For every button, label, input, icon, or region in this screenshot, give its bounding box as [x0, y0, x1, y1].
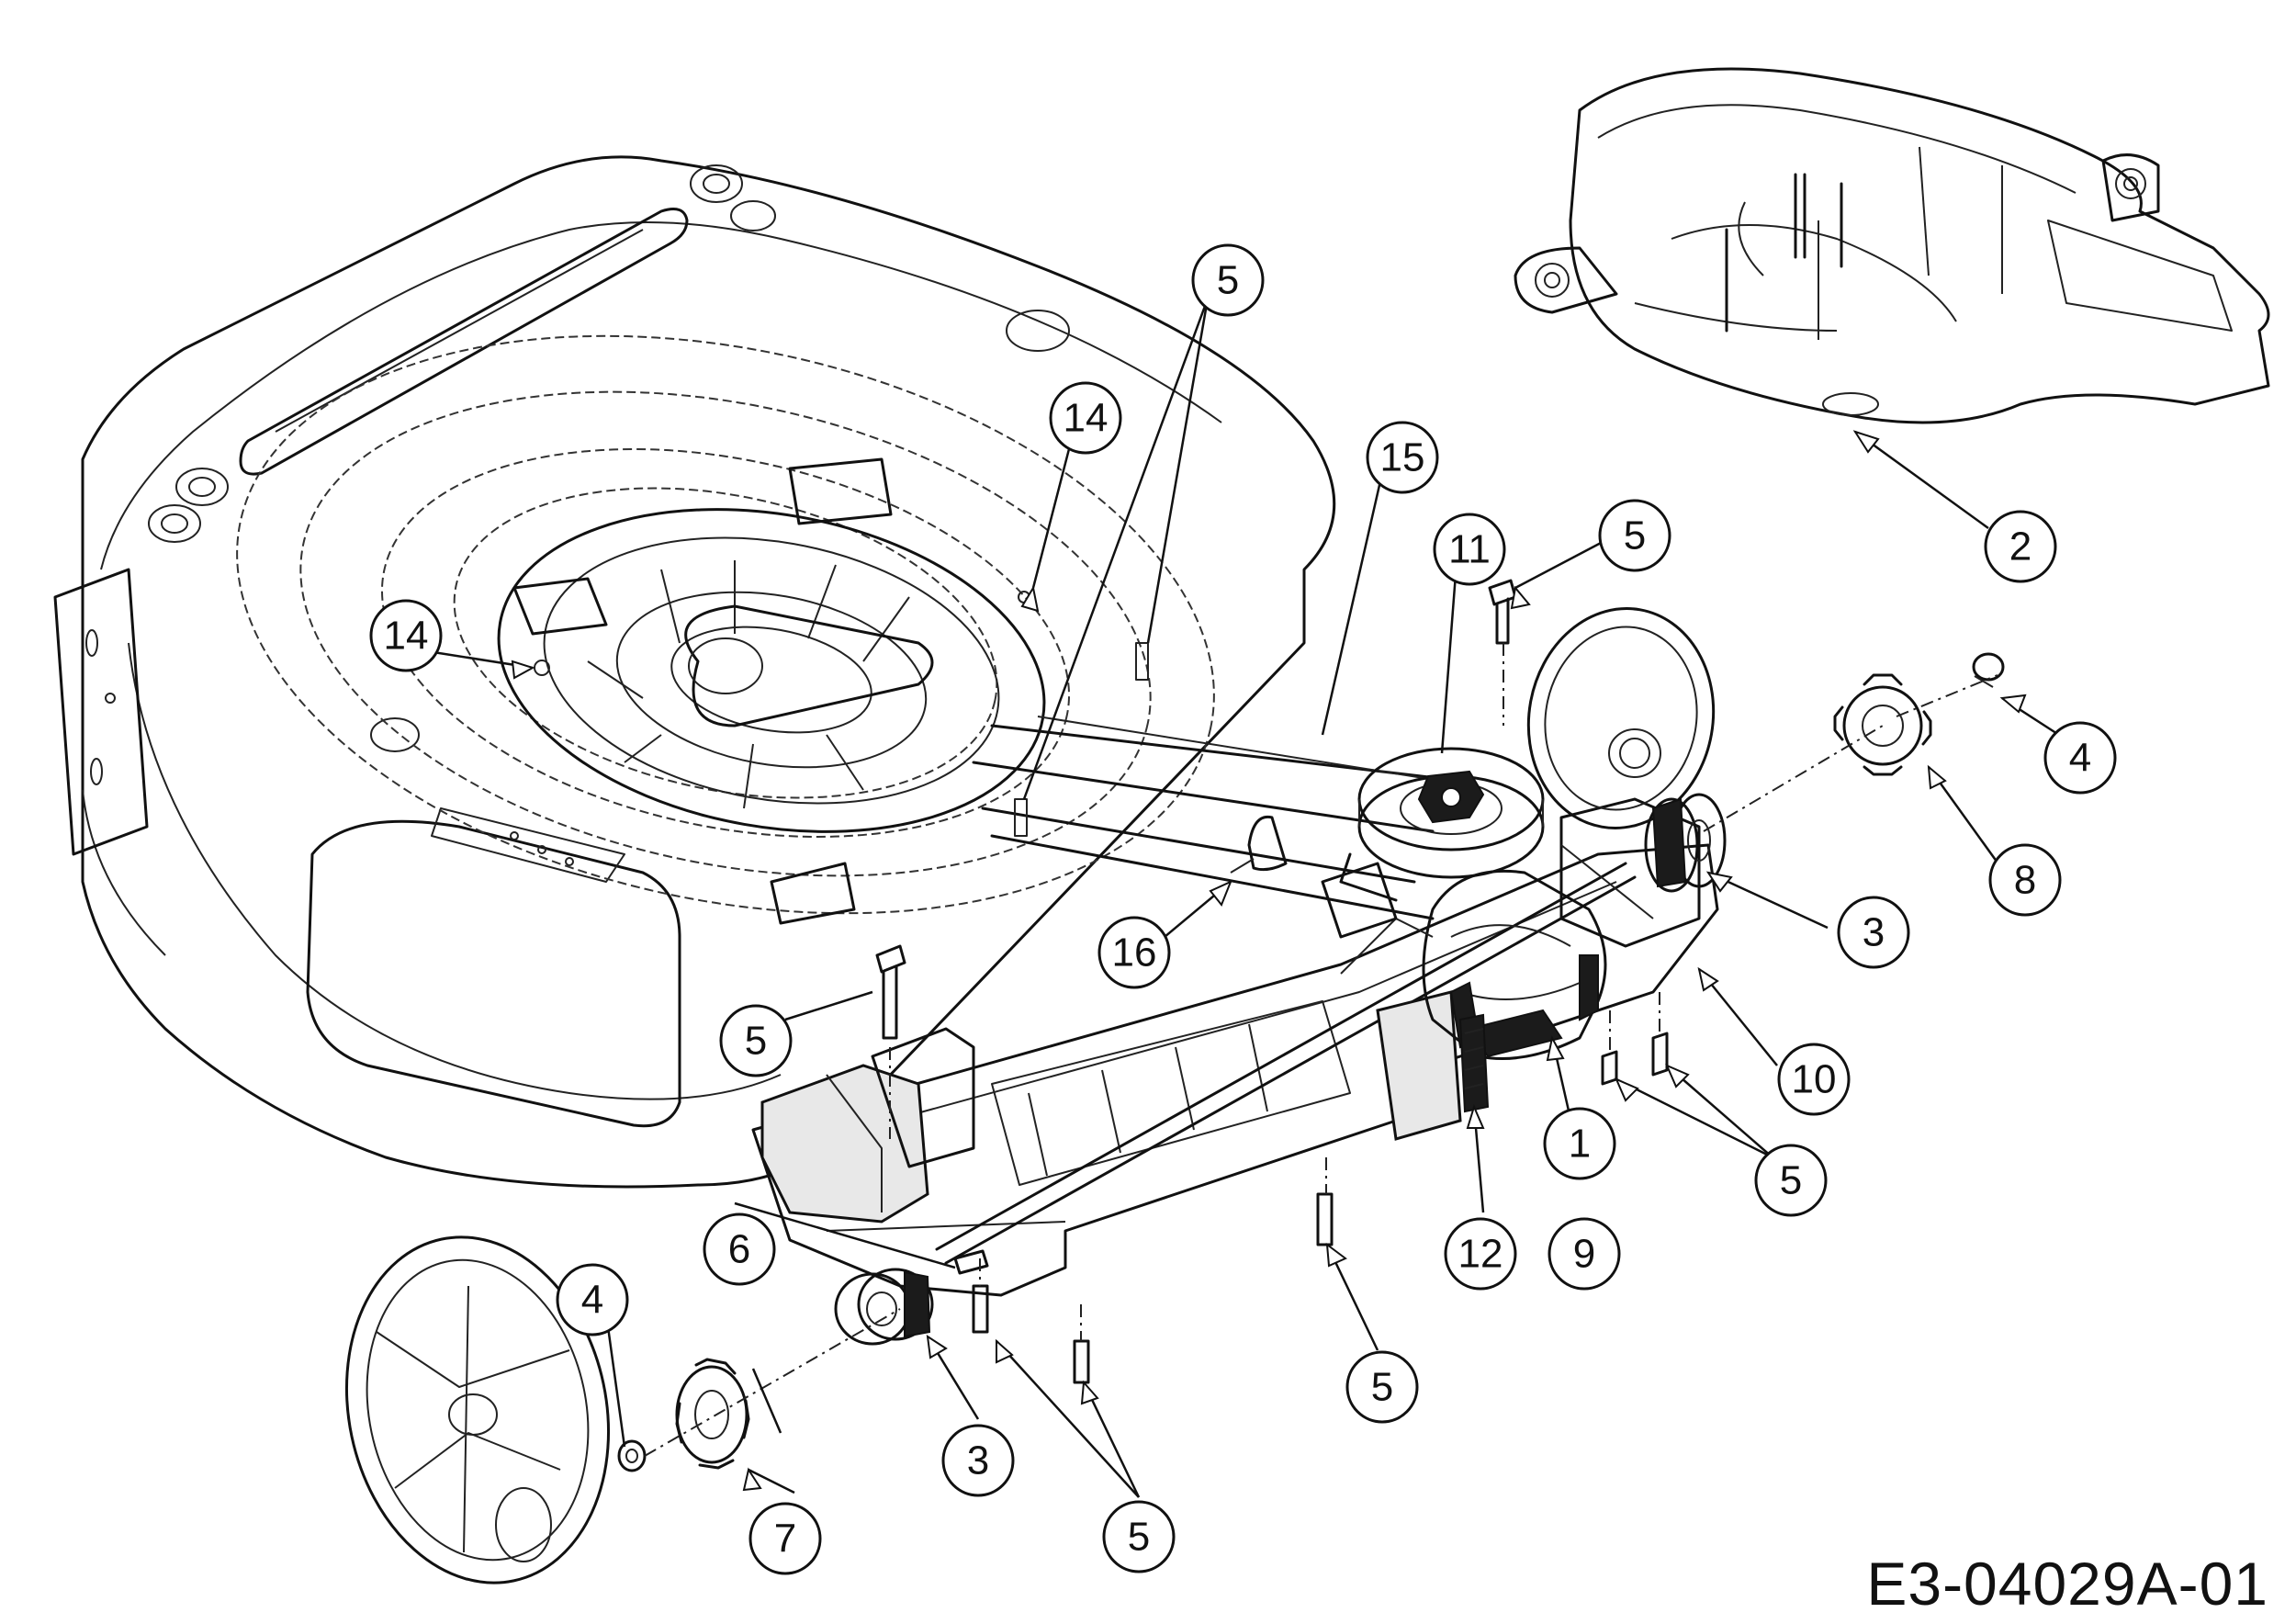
callout-10-label: 10 [1792, 1057, 1837, 1102]
callout-4-right: 4 [2043, 721, 2117, 795]
callout-16: 16 [1097, 916, 1171, 989]
callout-6: 6 [703, 1212, 776, 1286]
callout-5-frame-right-label: 5 [1780, 1158, 1802, 1203]
wheel-left [344, 1235, 611, 1585]
arrowheads [511, 430, 2027, 1492]
wheel-right [1526, 607, 1716, 829]
callout-6-label: 6 [728, 1227, 750, 1272]
callout-8-label: 8 [2014, 858, 2036, 903]
drive-belt [972, 716, 1470, 920]
callout-15-label: 15 [1380, 435, 1425, 480]
callout-14-top: 14 [1049, 381, 1122, 455]
callout-4-right-label: 4 [2069, 736, 2091, 781]
grass-catcher-housing [1514, 67, 2270, 424]
callout-3-left: 3 [941, 1424, 1015, 1497]
callout-5-frame-right: 5 [1754, 1144, 1828, 1217]
callout-5-axle-bolt: 5 [719, 1004, 793, 1077]
drive-hub-left [834, 1268, 934, 1346]
pinion-gear-left [675, 1358, 750, 1470]
callout-14-top-label: 14 [1064, 396, 1109, 441]
callout-8: 8 [1988, 843, 2062, 917]
callout-5-top: 5 [1191, 243, 1265, 317]
callout-15: 15 [1366, 421, 1439, 494]
callout-9-label: 9 [1573, 1232, 1595, 1277]
callout-16-label: 16 [1112, 930, 1157, 976]
callout-5-frame-center: 5 [1345, 1350, 1419, 1424]
callout-3-right: 3 [1837, 896, 1910, 969]
assembly-lines [644, 643, 1998, 1457]
callout-14-left: 14 [369, 599, 443, 672]
callout-10: 10 [1777, 1043, 1851, 1116]
pulley [1339, 747, 1545, 902]
callout-5-top-label: 5 [1217, 258, 1239, 303]
callout-3-right-label: 3 [1863, 910, 1885, 955]
callout-4-left: 4 [556, 1263, 629, 1336]
callout-5-frame-left: 5 [1102, 1500, 1176, 1573]
callout-12-label: 12 [1458, 1232, 1503, 1277]
callout-11-label: 11 [1448, 527, 1491, 572]
cable-clip [1230, 815, 1288, 874]
callout-7-label: 7 [774, 1517, 796, 1562]
callout-2-label: 2 [2009, 524, 2032, 570]
hubcap-screw-left [617, 1439, 647, 1472]
spring-clip [1458, 1013, 1490, 1113]
deck-studs [1014, 642, 1149, 837]
callout-1-label: 1 [1569, 1122, 1591, 1167]
callout-5-pulley-bolt-label: 5 [1624, 513, 1646, 558]
callout-12: 12 [1444, 1217, 1517, 1291]
drive-frame [751, 797, 1719, 1297]
callout-5-frame-center-label: 5 [1371, 1365, 1393, 1410]
motor-fan [497, 457, 1046, 925]
callout-5-frame-left-label: 5 [1128, 1515, 1150, 1560]
drive-hub-right [1644, 793, 1727, 893]
callout-3-left-label: 3 [967, 1438, 989, 1483]
leader-lines [403, 298, 2081, 1498]
callout-14-left-label: 14 [384, 614, 429, 659]
callout-2: 2 [1984, 510, 2057, 583]
axle-pin [953, 1249, 989, 1275]
pinion-gear-right [1833, 673, 1932, 776]
callout-9: 9 [1548, 1217, 1621, 1291]
callout-5-axle-bolt-label: 5 [745, 1019, 767, 1064]
callout-11: 11 [1433, 513, 1506, 586]
callout-4-left-label: 4 [581, 1278, 603, 1323]
callout-1: 1 [1543, 1107, 1616, 1180]
mower-deck [53, 155, 1336, 1189]
callout-5-pulley-bolt: 5 [1598, 499, 1671, 572]
drawing-id: E3-04029A-01 [1866, 1550, 2268, 1618]
callout-7: 7 [748, 1502, 822, 1575]
